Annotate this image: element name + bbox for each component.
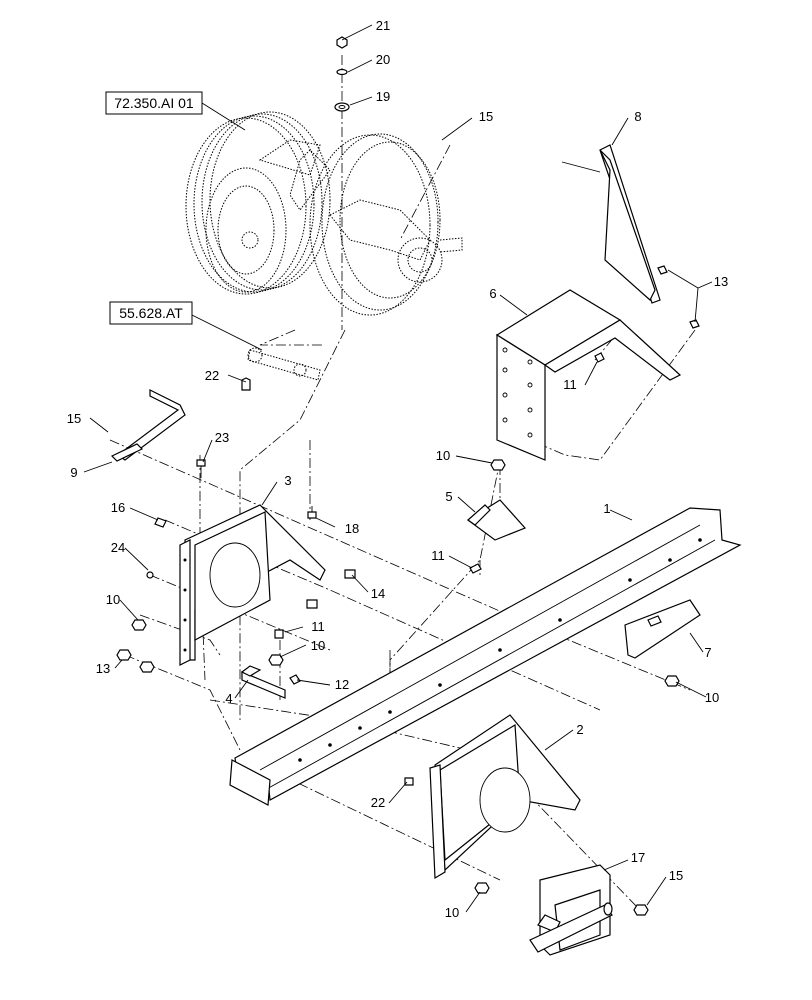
part-6-bracket [495, 289, 682, 461]
callout-18: 18 [345, 521, 359, 536]
callout-15-left: 15 [67, 411, 81, 426]
callout-10-mid: 10 [311, 638, 325, 653]
callout-1: 1 [603, 501, 610, 516]
part-2-bracket [404, 714, 581, 894]
callout-11-upper: 11 [563, 377, 577, 392]
callout-8: 8 [634, 109, 641, 124]
callout-11-mid: 11 [311, 619, 325, 634]
callout-22-lower: 22 [371, 795, 385, 810]
callout-15-bottom: 15 [669, 868, 683, 883]
callout-5: 5 [445, 489, 452, 504]
part-7-plate [624, 599, 701, 687]
leader-lines [83, 24, 713, 913]
pulley-fasteners [334, 36, 350, 112]
callout-10-right: 10 [705, 690, 719, 705]
callout-13-right: 13 [714, 274, 728, 289]
callout-10-upper: 10 [436, 448, 450, 463]
chain-reference-box[interactable]: 55.628.AT [109, 301, 263, 351]
chain-tensioner [241, 347, 321, 391]
part-17-bracket [529, 864, 649, 956]
pulley-assembly [185, 111, 463, 316]
callout-2: 2 [576, 722, 583, 737]
callout-6: 6 [489, 286, 496, 301]
part-5-bracket [466, 352, 605, 574]
callout-9: 9 [70, 465, 77, 480]
callout-11-lower: 11 [431, 548, 445, 563]
callout-14: 14 [371, 586, 385, 601]
callout-17: 17 [631, 850, 645, 865]
pulley-reference-text: 72.350.AI 01 [114, 95, 194, 111]
callout-12: 12 [335, 677, 349, 692]
part-9-rod [110, 389, 186, 462]
callout-24: 24 [111, 540, 125, 555]
callout-21: 21 [376, 18, 390, 33]
callout-20: 20 [376, 52, 390, 67]
callout-16: 16 [111, 500, 125, 515]
part-8-guard [561, 144, 700, 329]
part-1-channel [229, 507, 742, 806]
callout-10-bottom: 10 [445, 905, 459, 920]
chain-reference-text: 55.628.AT [119, 305, 183, 321]
assembly-centerlines [109, 55, 696, 911]
callout-labels: 21 20 19 15 8 13 6 11 22 15 9 23 3 16 18… [67, 18, 728, 920]
callout-23: 23 [215, 430, 229, 445]
pulley-reference-box[interactable]: 72.350.AI 01 [105, 91, 246, 131]
callout-3: 3 [284, 473, 291, 488]
callout-13-left: 13 [96, 661, 110, 676]
part-3-bracket [179, 504, 326, 666]
callout-15-top: 15 [479, 109, 493, 124]
callout-4: 4 [225, 691, 232, 706]
callout-10-left: 10 [106, 592, 120, 607]
part-4-clip [240, 665, 286, 699]
callout-22-upper: 22 [205, 368, 219, 383]
callout-7: 7 [704, 645, 711, 660]
callout-19: 19 [376, 89, 390, 104]
